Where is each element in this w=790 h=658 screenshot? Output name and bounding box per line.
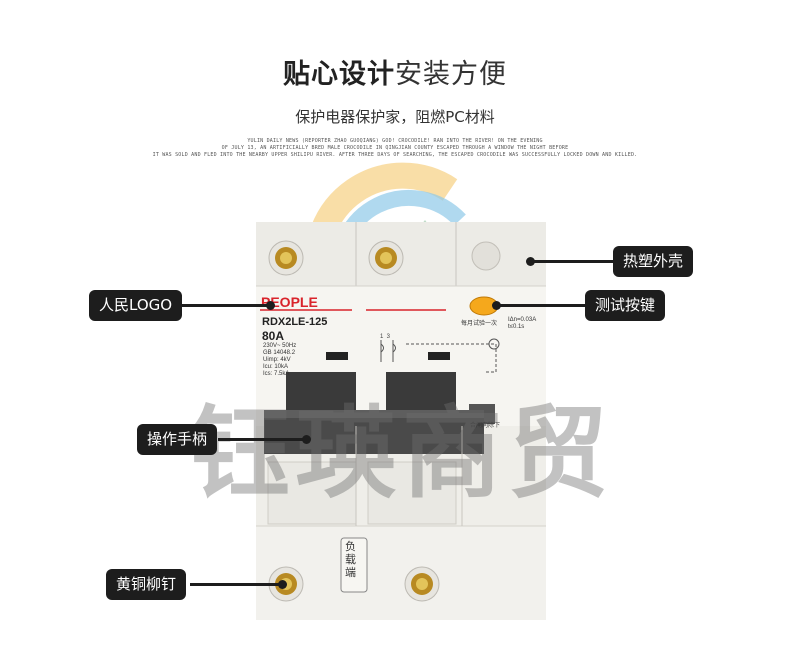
callout-line (530, 260, 614, 263)
callout-dot (266, 301, 275, 310)
spec-item: Ics: 7.5kA (263, 371, 290, 377)
load-side-label: 负载端 (345, 540, 356, 579)
fineprint-line: OF JULY 13, AN ARTIFICIALLY BRED MALE CR… (221, 145, 569, 151)
callout-shell: 热塑外壳 (613, 246, 694, 277)
spec-item: Uimp: 4kV (263, 357, 291, 363)
callout-line (190, 583, 282, 586)
circuit-breaker-image (256, 222, 546, 620)
title-bold: 贴心设计 (283, 59, 395, 90)
test-label: 每月试验一次 (461, 320, 498, 327)
leakage-spec: IΔn=0.03A t≤0.1s (508, 317, 536, 331)
page-subtitle: 保护电器保护家，阻燃PC材料 (295, 108, 495, 126)
model-label: RDX2LE-125 (262, 316, 328, 328)
title-light: 安装方便 (395, 59, 507, 90)
fineprint-text: YULIN DAILY NEWS (REPORTER ZHAO GUOQIANG… (150, 138, 640, 159)
callout-dot (278, 580, 287, 589)
spec-item: 230V~ 50Hz (263, 343, 297, 349)
leakage-line: IΔn=0.03A (508, 317, 537, 323)
leakage-line: t≤0.1s (508, 324, 525, 330)
callout-handle: 操作手柄 (137, 424, 218, 455)
callout-rivet: 黄铜柳钉 (106, 569, 187, 600)
fineprint-line: IT WAS SOLD AND FLED INTO THE NEARBY UPP… (152, 152, 638, 158)
close-direction-label: 合闸向除下 (470, 422, 501, 429)
fineprint-line: YULIN DAILY NEWS (REPORTER ZHAO GUOQIANG… (247, 138, 543, 144)
callout-dot (302, 435, 311, 444)
terminal-numbers: 1 3 (380, 334, 391, 340)
brand-logo: PEOPLE (261, 294, 318, 310)
callout-line (496, 304, 586, 307)
spec-item: GB 14048.2 (263, 350, 296, 356)
callout-line (178, 304, 270, 307)
spec-list: 230V~ 50Hz GB 14048.2 Uimp: 4kV Icu: 10k… (263, 343, 296, 378)
page-title: 贴心设计安装方便 (0, 52, 790, 91)
callout-test-button: 测试按键 (585, 290, 666, 321)
callout-logo: 人民LOGO (89, 290, 183, 321)
spec-item: Icu: 10kA (263, 364, 289, 370)
watermark-text: 钰瑛商贸 (190, 394, 614, 512)
rating-label: 80A (262, 329, 285, 343)
callout-line (218, 438, 306, 441)
